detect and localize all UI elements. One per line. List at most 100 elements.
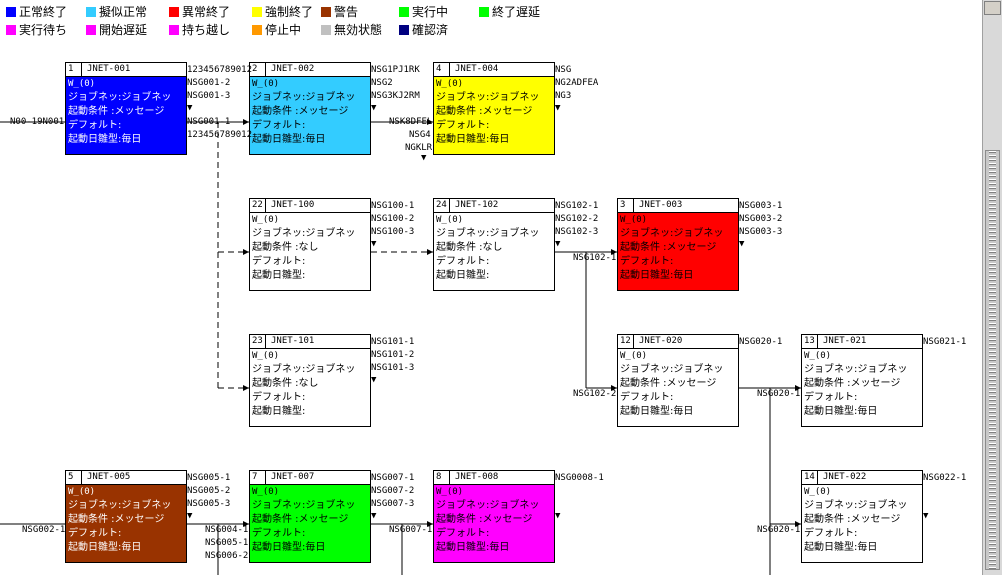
port-label: NSG101-2 xyxy=(371,350,415,360)
jobnet-number: 24 xyxy=(434,199,450,212)
port-label: NSG102-2 xyxy=(555,214,599,224)
port-label: NSG021-1 xyxy=(923,337,967,347)
node-jobnet-line: ジョブネッ:ジョブネッ xyxy=(252,500,356,511)
legend-label: 警告 xyxy=(334,5,359,19)
jobnet-node-body: W_(0)ジョブネッ:ジョブネッ起動条件 :メッセージデフォルト:起動日雛型:毎… xyxy=(618,349,738,419)
node-jobnet-line: ジョブネッ:ジョブネッ xyxy=(436,228,540,239)
legend-item: 実行中 xyxy=(399,4,448,20)
node-jobnet-line: ジョブネッ:ジョブネッ xyxy=(252,92,356,103)
scrollbar-thumb[interactable] xyxy=(985,150,1000,570)
port-label: NSK8DFEL xyxy=(389,117,433,127)
port-label: NG2ADFEA xyxy=(555,78,599,88)
port-label: NSG100-3 xyxy=(371,227,415,237)
jobnet-node-body: W_(0)ジョブネッ:ジョブネッ起動条件 :なしデフォルト:起動日雛型: xyxy=(250,349,370,419)
legend-swatch xyxy=(86,7,96,17)
expand-marker-icon[interactable]: ▼ xyxy=(421,153,427,163)
node-start-condition: 起動条件 :メッセージ xyxy=(68,514,165,525)
node-wait-line: W_(0) xyxy=(620,351,648,361)
vertical-scrollbar[interactable] xyxy=(982,0,1002,575)
port-label: NSG3KJ2RM xyxy=(371,91,420,101)
node-start-condition: 起動条件 :メッセージ xyxy=(252,106,349,117)
jobnet-number: 12 xyxy=(618,335,634,348)
legend-item: 確認済 xyxy=(399,22,448,38)
legend-label: 正常終了 xyxy=(19,5,68,19)
node-wait-line: W_(0) xyxy=(252,351,280,361)
expand-marker-icon[interactable]: ▼ xyxy=(371,239,377,249)
scroll-up-button[interactable] xyxy=(984,1,1001,15)
port-label: NSG1PJ1RK xyxy=(371,65,420,75)
node-start-condition: 起動条件 :メッセージ xyxy=(252,514,349,525)
port-label: NSG005-1 xyxy=(205,538,249,548)
node-start-condition: 起動条件 :メッセージ xyxy=(804,378,901,389)
node-start-condition: 起動条件 :メッセージ xyxy=(68,106,165,117)
expand-marker-icon[interactable]: ▼ xyxy=(555,239,561,249)
jobnet-node-body: W_(0)ジョブネッ:ジョブネッ起動条件 :メッセージデフォルト:起動日雛型:毎… xyxy=(802,349,922,419)
port-label: NSG006-2 xyxy=(205,551,249,561)
expand-marker-icon[interactable]: ▼ xyxy=(371,375,377,385)
legend-swatch xyxy=(86,25,96,35)
node-calendar-line: 起動日雛型: xyxy=(252,406,306,417)
node-jobnet-line: ジョブネッ:ジョブネッ xyxy=(804,364,908,375)
legend-swatch xyxy=(169,25,179,35)
expand-marker-icon[interactable]: ▼ xyxy=(371,103,377,113)
legend-label: 擬似正常 xyxy=(99,5,148,19)
expand-marker-icon[interactable]: ▼ xyxy=(555,103,561,113)
legend-swatch xyxy=(399,25,409,35)
port-label: NSG007-3 xyxy=(371,499,415,509)
jobnet-name: JNET-022 xyxy=(823,472,867,482)
expand-marker-icon[interactable]: ▼ xyxy=(555,511,561,521)
node-calendar-line: 起動日雛型: xyxy=(436,270,490,281)
port-label: NSG005-2 xyxy=(187,486,231,496)
port-label: NSG022-1 xyxy=(923,473,967,483)
arrow-head-icon xyxy=(243,119,249,125)
legend-item: 異常終了 xyxy=(169,4,230,20)
node-default-line: デフォルト: xyxy=(252,120,306,131)
jobnet-node-body: W_(0)ジョブネッ:ジョブネッ起動条件 :メッセージデフォルト:起動日雛型:毎… xyxy=(250,485,370,555)
jobnet-name: JNET-001 xyxy=(87,64,131,74)
expand-marker-icon[interactable]: ▼ xyxy=(371,511,377,521)
legend-swatch xyxy=(479,7,489,17)
port-label: NSG4 xyxy=(409,130,431,140)
jobnet-name: JNET-002 xyxy=(271,64,315,74)
node-calendar-line: 起動日雛型:毎日 xyxy=(68,542,142,553)
node-jobnet-line: ジョブネッ:ジョブネッ xyxy=(804,500,908,511)
jobnet-number: 14 xyxy=(802,471,818,484)
port-label: N00-19N001 xyxy=(10,117,65,127)
port-label: NSG020-1 xyxy=(757,389,801,399)
node-start-condition: 起動条件 :メッセージ xyxy=(620,378,717,389)
expand-marker-icon[interactable]: ▼ xyxy=(555,103,561,113)
expand-marker-icon[interactable]: ▼ xyxy=(739,239,745,249)
node-calendar-line: 起動日雛型:毎日 xyxy=(68,134,142,145)
jobnet-name: JNET-008 xyxy=(455,472,499,482)
arrow-head-icon xyxy=(243,385,249,391)
node-calendar-line: 起動日雛型:毎日 xyxy=(436,542,510,553)
node-default-line: デフォルト: xyxy=(620,256,674,267)
jobnet-node-body: W_(0)ジョブネッ:ジョブネッ起動条件 :なしデフォルト:起動日雛型: xyxy=(434,213,554,283)
port-label: NSG007-1 xyxy=(389,525,433,535)
expand-marker-icon[interactable]: ▼ xyxy=(923,511,929,521)
legend-item: 強制終了 xyxy=(252,4,313,20)
expand-marker-icon[interactable]: ▼ xyxy=(187,103,193,113)
node-wait-line: W_(0) xyxy=(436,215,464,225)
node-wait-line: W_(0) xyxy=(436,79,464,89)
expand-marker-icon[interactable]: ▼ xyxy=(187,511,193,521)
jobnet-name: JNET-005 xyxy=(87,472,131,482)
legend-item: 警告 xyxy=(321,4,358,20)
